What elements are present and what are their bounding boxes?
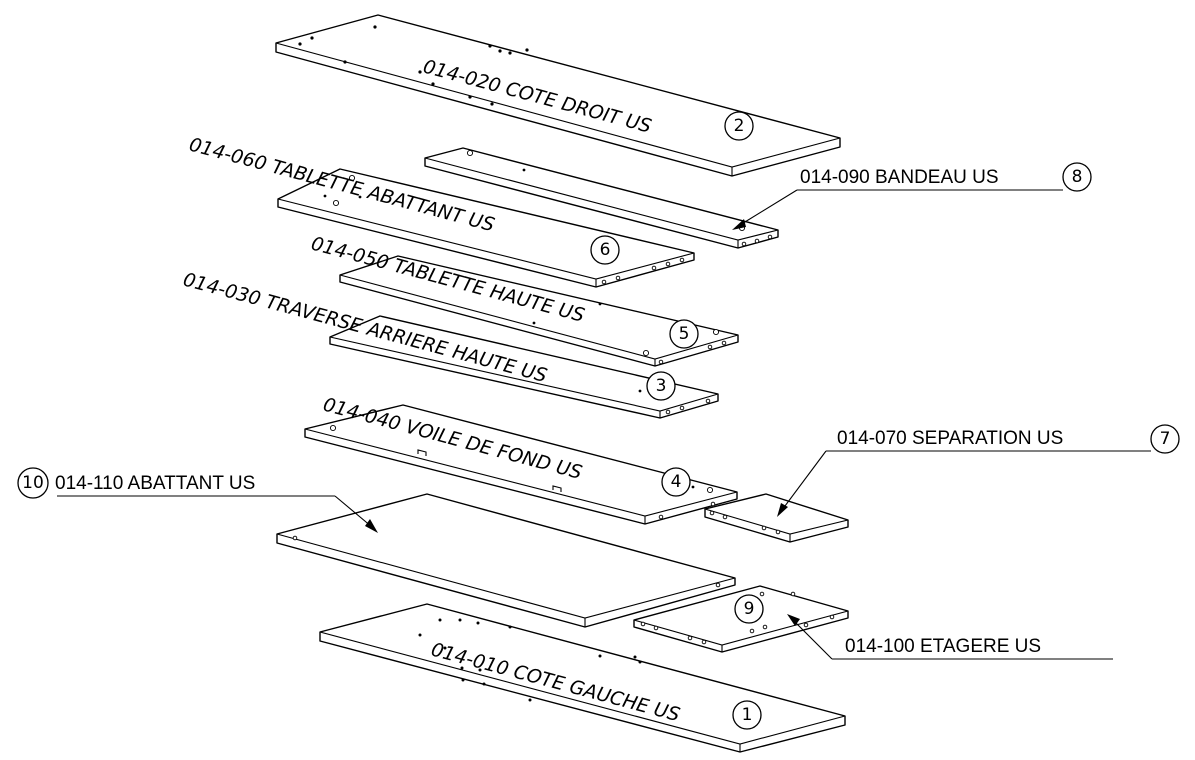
svg-text:2: 2: [734, 116, 745, 136]
balloon-3: 3: [646, 371, 676, 401]
callout-separation: 014-070 SEPARATION US: [777, 428, 1151, 517]
svg-text:10: 10: [22, 473, 44, 493]
callout-etagere: 014-100 ETAGERE US: [787, 614, 1113, 660]
svg-text:9: 9: [744, 599, 755, 619]
svg-text:014-100 ETAGERE US: 014-100 ETAGERE US: [845, 636, 1041, 657]
balloon-2: 2: [724, 111, 754, 141]
svg-text:6: 6: [600, 240, 611, 260]
balloon-5: 5: [669, 319, 699, 349]
balloon-6: 6: [590, 235, 620, 265]
svg-text:014-070 SEPARATION US: 014-070 SEPARATION US: [837, 428, 1063, 449]
callout-abattant: 014-110 ABATTANT US: [55, 473, 378, 533]
balloon-1: 1: [732, 700, 762, 730]
panel-traverse-arriere-haute: [329, 315, 719, 419]
panel-separation: [704, 493, 849, 543]
panel-cote-gauche: [319, 603, 846, 753]
panel-bandeau: [424, 147, 779, 249]
svg-text:014-110 ABATTANT US: 014-110 ABATTANT US: [55, 473, 255, 494]
svg-text:1: 1: [742, 705, 753, 725]
panel-tablette-abattant: [277, 168, 695, 288]
balloon-10: 10: [17, 467, 49, 499]
balloon-8: 8: [1062, 162, 1092, 192]
panel-tablette-haute: [339, 255, 739, 367]
panel-abattant: [276, 493, 736, 628]
panel-cote-droit: [275, 14, 841, 177]
balloon-7: 7: [1150, 424, 1180, 454]
svg-text:014-090 BANDEAU US: 014-090 BANDEAU US: [800, 167, 999, 188]
svg-text:5: 5: [679, 324, 690, 344]
svg-text:3: 3: [656, 376, 667, 396]
panel-voile-de-fond: [304, 404, 738, 525]
balloon-9: 9: [734, 594, 764, 624]
balloon-4: 4: [661, 467, 691, 497]
svg-text:7: 7: [1160, 429, 1171, 449]
callout-bandeau: 014-090 BANDEAU US: [732, 167, 1063, 230]
svg-text:4: 4: [671, 472, 682, 492]
svg-text:8: 8: [1072, 167, 1083, 187]
